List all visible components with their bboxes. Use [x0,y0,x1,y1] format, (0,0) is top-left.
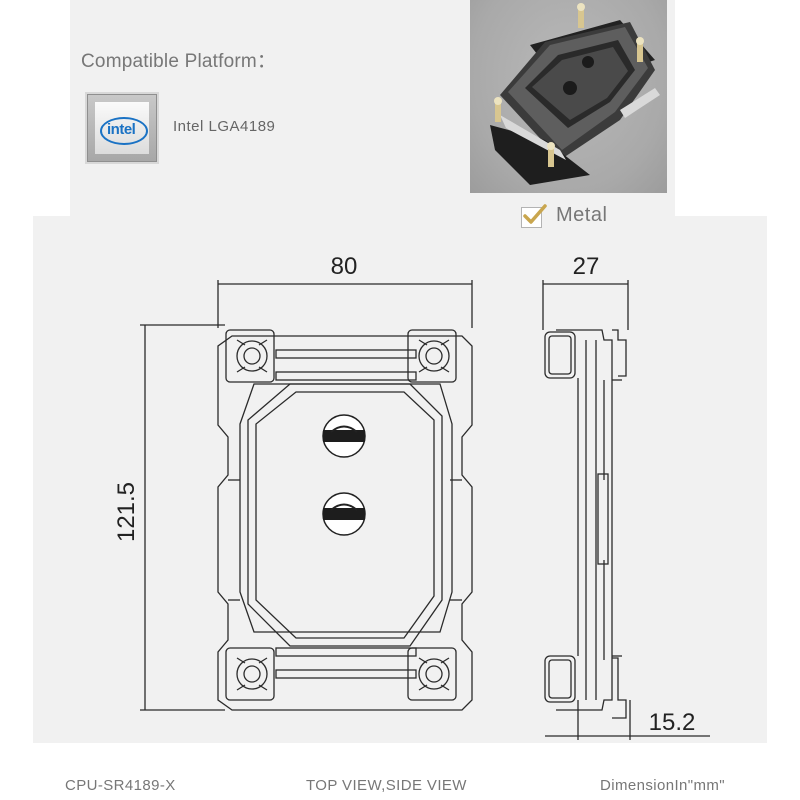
side-view-outline [544,329,627,719]
dimension-line-side-width [542,280,629,330]
intel-ring-icon [100,117,148,145]
photo-screw-head [577,3,585,11]
photo-bracket [490,125,590,185]
dimension-width-label: 80 [331,253,358,280]
platform-name: Intel LGA4189 [173,118,276,135]
dimension-line-side-depth [545,700,710,740]
dimension-height-label: 121.5 [113,482,140,542]
drawing-panel [33,216,767,743]
photo-bracket-edge [620,88,660,118]
corner-clip-bottom-right [407,647,457,701]
corner-clip-top-right [407,329,457,383]
photo-screw [548,145,554,167]
photo-screw-head [494,97,502,105]
photo-screw [495,100,501,122]
top-view-outline [217,335,473,711]
photo-screw-head [636,37,644,45]
photo-port-hole [582,56,594,68]
dimension-side-width-label: 27 [573,253,600,280]
unit-note: DimensionIn"mm" [600,777,726,794]
product-photo-illustration [490,3,660,185]
model-number: CPU-SR4189-X [65,777,176,794]
view-caption: TOP VIEW,SIDE VIEW [306,777,467,794]
dimension-side-depth-label: 15.2 [649,709,696,736]
mounting-hole-upper [322,414,366,458]
intel-logo-text: intel [107,121,136,138]
corner-clip-top-left [225,329,275,383]
photo-screw [637,40,643,62]
metal-checkbox [521,204,547,228]
dimension-line-width [217,280,473,328]
intel-logo: intel [85,92,159,164]
corner-clip-bottom-left [225,647,275,701]
photo-cold-plate-face [532,47,628,120]
mounting-hole-lower [322,492,366,536]
photo-port-hole [563,81,577,95]
dimension-line-height [140,324,225,711]
product-photo [470,0,667,193]
photo-screw-head [547,142,555,150]
material-label: Metal [556,204,608,226]
checkmark-icon [523,204,547,224]
photo-screw [578,6,584,28]
compatible-platform-label: Compatible Platform： [81,51,277,72]
